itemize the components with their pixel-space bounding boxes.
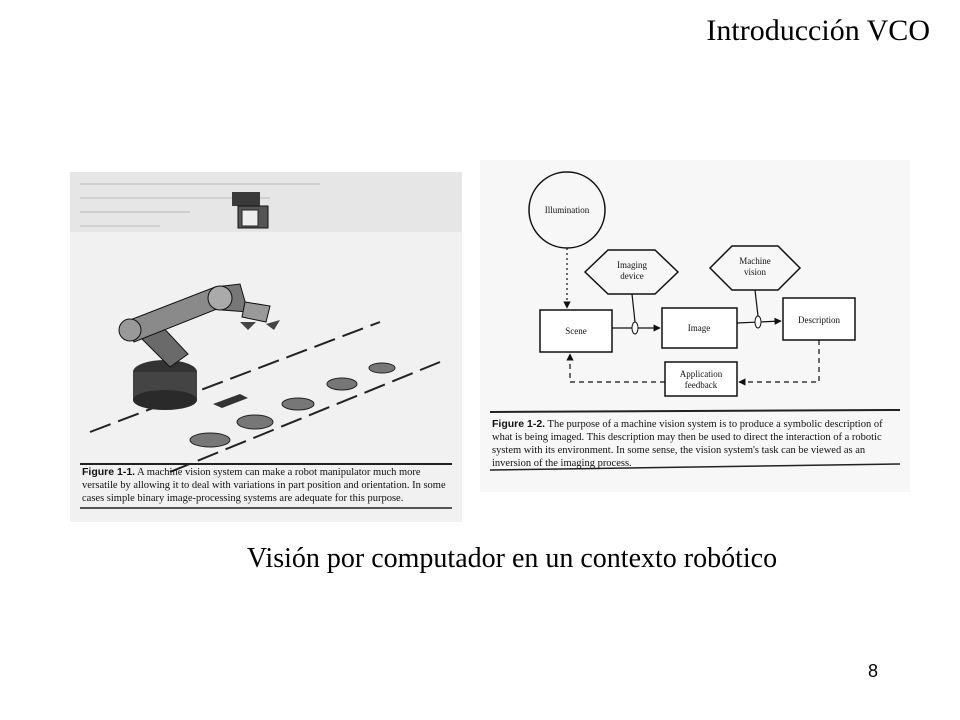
application-feedback-node xyxy=(664,361,738,397)
scene-label: Scene xyxy=(565,326,587,336)
machine-vision-label-1: Machine xyxy=(739,256,771,266)
figure-1-2-diagram: Illumination Imaging device Machine visi… xyxy=(480,160,910,492)
slide-caption: Visión por computador en un contexto rob… xyxy=(246,543,778,574)
feedback-label-2: feedback xyxy=(685,380,718,390)
figure-1-1-label: Figure 1-1. xyxy=(82,466,136,478)
scene-node xyxy=(539,309,613,353)
figure-1-2-label: Figure 1-2. xyxy=(492,418,546,430)
camera-icon xyxy=(232,192,269,229)
imaging-device-label-1: Imaging xyxy=(617,260,647,270)
imaging-device-node xyxy=(583,249,680,295)
illumination-label: Illumination xyxy=(545,205,590,215)
description-node xyxy=(782,297,856,341)
feedback-label-1: Application xyxy=(680,369,723,379)
figure-1-1-robot-illustration xyxy=(70,172,462,522)
figure-1-1-caption: Figure 1-1. A machine vision system can … xyxy=(82,466,454,505)
page-number: 8 xyxy=(868,661,879,681)
figure-1-2-caption-text: The purpose of a machine vision system i… xyxy=(492,419,883,469)
figure-1-1-caption-text: A machine vision system can make a robot… xyxy=(82,467,446,504)
machine-vision-label-2: vision xyxy=(744,267,767,277)
imaging-device-label-2: device xyxy=(620,271,643,281)
image-label: Image xyxy=(688,323,711,333)
description-label: Description xyxy=(798,315,840,325)
slide-title: Introducción VCO xyxy=(706,14,930,47)
image-node xyxy=(661,307,738,349)
figure-1-2-caption: Figure 1-2. The purpose of a machine vis… xyxy=(492,418,902,470)
machine-vision-node xyxy=(708,245,802,291)
